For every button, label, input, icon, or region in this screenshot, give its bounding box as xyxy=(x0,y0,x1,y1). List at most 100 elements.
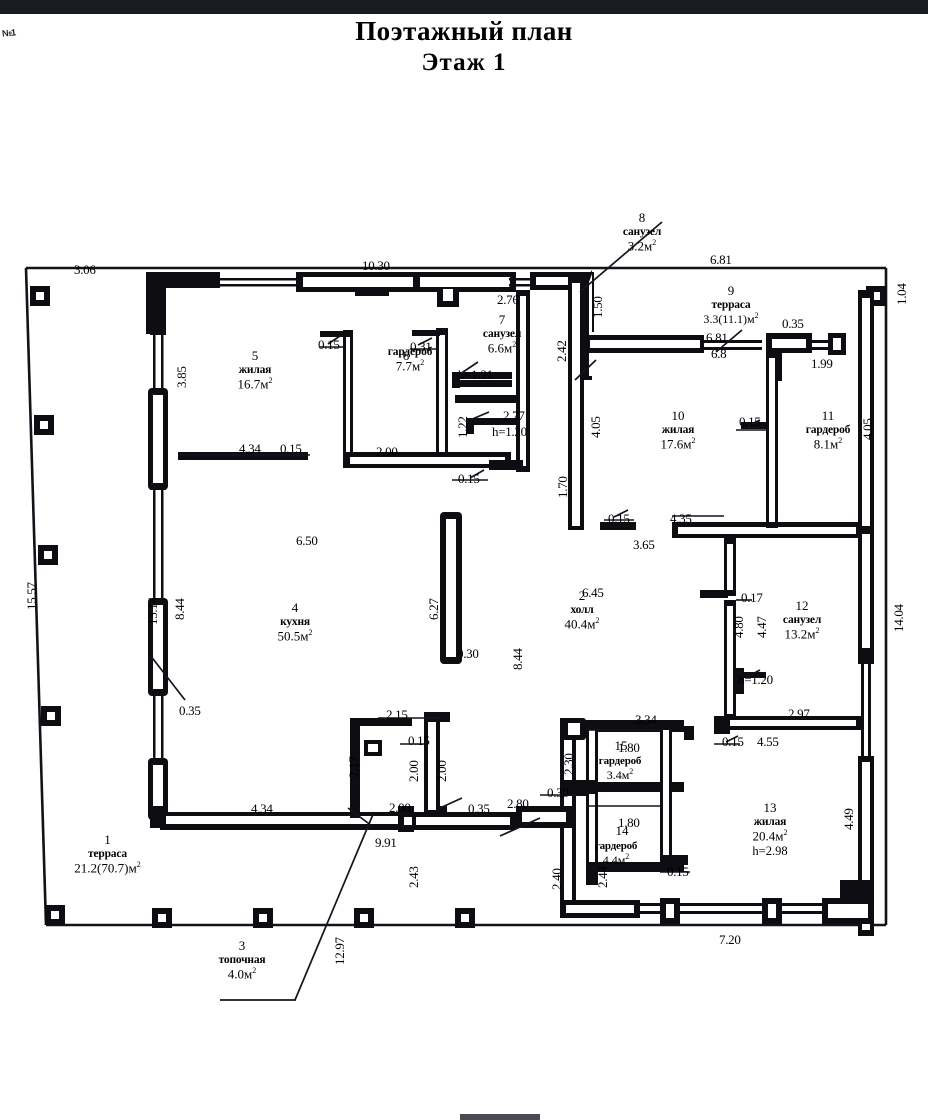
room-area: 20.4м2 xyxy=(752,828,788,844)
dim-v: 1.50 xyxy=(590,296,605,318)
room-name: санузел xyxy=(782,614,822,626)
room-number: 10 xyxy=(671,408,685,423)
dim-h: 0.30 xyxy=(457,646,479,661)
dim-v: 1.22 xyxy=(455,416,470,438)
room-7-height: h=1.21 xyxy=(458,368,494,382)
room-area: 7.7м2 xyxy=(395,358,425,374)
dim-h: 0.15 xyxy=(739,414,761,429)
title-line-2: Этаж 1 xyxy=(421,49,507,76)
dim-v: 3.85 xyxy=(174,366,189,388)
dim-h: 2.00 xyxy=(389,800,411,815)
dim-h: 3.34 xyxy=(635,712,657,727)
dim-v: 4.49 xyxy=(841,808,856,830)
dim-h: 3.06 xyxy=(74,262,96,277)
room-name: жилая xyxy=(661,424,695,436)
dim-h: 0.15 xyxy=(458,471,480,486)
room-area: 3.4м2 xyxy=(606,767,634,782)
room-area: 17.6м2 xyxy=(660,436,696,452)
dim-h: h=1.20 xyxy=(738,672,773,687)
room-area: 21.2(70.7)м2 xyxy=(74,860,141,876)
dim-h: 0.31 xyxy=(410,339,432,354)
room-label: 2 холл 40.4м2 xyxy=(522,588,642,632)
dim-v: 2.43 xyxy=(406,866,421,888)
room-label: 1 терраса 21.2(70.7)м2 xyxy=(20,832,195,876)
room-name: гардероб xyxy=(594,840,638,852)
dim-v: 4.05 xyxy=(588,416,603,438)
room-name: жилая xyxy=(238,364,272,376)
room-name: топочная xyxy=(218,954,266,966)
page-title: Поэтажный план Этаж 1 xyxy=(0,16,928,78)
room-label: 8 санузел 3.2м2 xyxy=(592,210,692,254)
dim-v: 1.70 xyxy=(555,476,570,498)
room-number: 12 xyxy=(795,598,809,613)
room-area: 16.7м2 xyxy=(237,376,273,392)
dim-h: 0.17 xyxy=(741,590,763,605)
dim-h: 0.15 xyxy=(318,337,340,352)
dim-h: 6.81 xyxy=(710,252,732,267)
dim-v: 2.00 xyxy=(434,760,449,782)
room-height: h=2.98 xyxy=(752,844,788,859)
room-name: санузел xyxy=(482,328,522,340)
dim-h: 2.77 xyxy=(503,408,525,423)
dim-v: 13.14 xyxy=(145,597,160,625)
dim-h: 2.15 xyxy=(386,707,408,722)
dim-h: 6.45 xyxy=(582,585,604,600)
room-area: 3.3(11.1)м2 xyxy=(703,311,759,326)
dim-h: 6.81 xyxy=(706,330,728,345)
dim-h: 0.15 xyxy=(280,441,302,456)
room-number: 1 xyxy=(104,832,111,847)
scan-top-band xyxy=(0,0,928,14)
dim-v: 14.04 xyxy=(891,604,906,632)
room-number: 7 xyxy=(498,312,506,327)
dim-h: 4.34 xyxy=(251,801,273,816)
dim-v: 15.57 xyxy=(24,582,39,610)
dim-h: 6.50 xyxy=(296,533,318,548)
room-name: гардероб xyxy=(387,346,433,358)
room-number-14: 14 xyxy=(615,823,629,838)
dim-h: 7.20 xyxy=(719,932,741,947)
room-number: 2 xyxy=(578,588,586,603)
room-label: 6 гардероб 7.7м2 xyxy=(355,346,465,374)
room-label: 7 санузел 6.6м2 xyxy=(450,312,554,356)
room-label: 10 жилая 17.6м2 xyxy=(622,408,734,452)
room-label: 15 гардероб 3.4м2 xyxy=(566,755,674,783)
dim-h: 0.30 xyxy=(547,785,569,800)
room-number: 5 xyxy=(251,348,259,363)
dim-v: 2.40 xyxy=(549,868,564,890)
room-area: 3.2м2 xyxy=(627,238,657,254)
dim-h: 0.15 xyxy=(608,511,630,526)
room-label: 12 санузел 13.2м2 xyxy=(752,598,852,642)
room-area: 50.5м2 xyxy=(277,628,313,644)
room-number: 9 xyxy=(727,283,735,298)
room-name: гардероб xyxy=(598,755,642,767)
room-number-15: 15 xyxy=(614,738,628,753)
dim-h: 0.15 xyxy=(722,734,744,749)
dim-h: 2.97 xyxy=(788,706,810,721)
room-label: 4 кухня 50.5м2 xyxy=(230,600,360,644)
dim-h: 4.35 xyxy=(670,511,692,526)
dim-h: 2.80 xyxy=(507,796,529,811)
room-name: санузел xyxy=(622,226,662,238)
dim-h: h=1.20 xyxy=(492,424,527,439)
dim-h: 1.80 xyxy=(618,740,640,755)
dim-h: 0.35 xyxy=(468,801,490,816)
dim-v: 8.44 xyxy=(510,648,525,670)
room-number: 4 xyxy=(291,600,299,615)
dim-h: 2.76 xyxy=(497,292,519,307)
dim-v: 8.44 xyxy=(172,598,187,620)
dim-h: 0.35 xyxy=(782,316,804,331)
dim-v: 6.8 xyxy=(711,346,727,361)
room-label: 13 жилая 20.4м2 h=2.98 xyxy=(720,800,820,859)
room-area: 4.0м2 xyxy=(227,966,257,982)
room-number: 13 xyxy=(763,800,777,815)
dim-v: 2.44 xyxy=(595,866,610,888)
room-label: 5 жилая 16.7м2 xyxy=(190,348,320,392)
room-area: 8.1м2 xyxy=(813,436,843,452)
dim-v: 4.05 xyxy=(860,418,875,440)
dim-h: 0.15 xyxy=(667,864,689,879)
room-number: 11 xyxy=(821,408,835,423)
dim-v: 6.27 xyxy=(426,598,441,620)
dim-v: 4.47 xyxy=(754,616,769,638)
dim-h: 10.30 xyxy=(362,258,390,273)
